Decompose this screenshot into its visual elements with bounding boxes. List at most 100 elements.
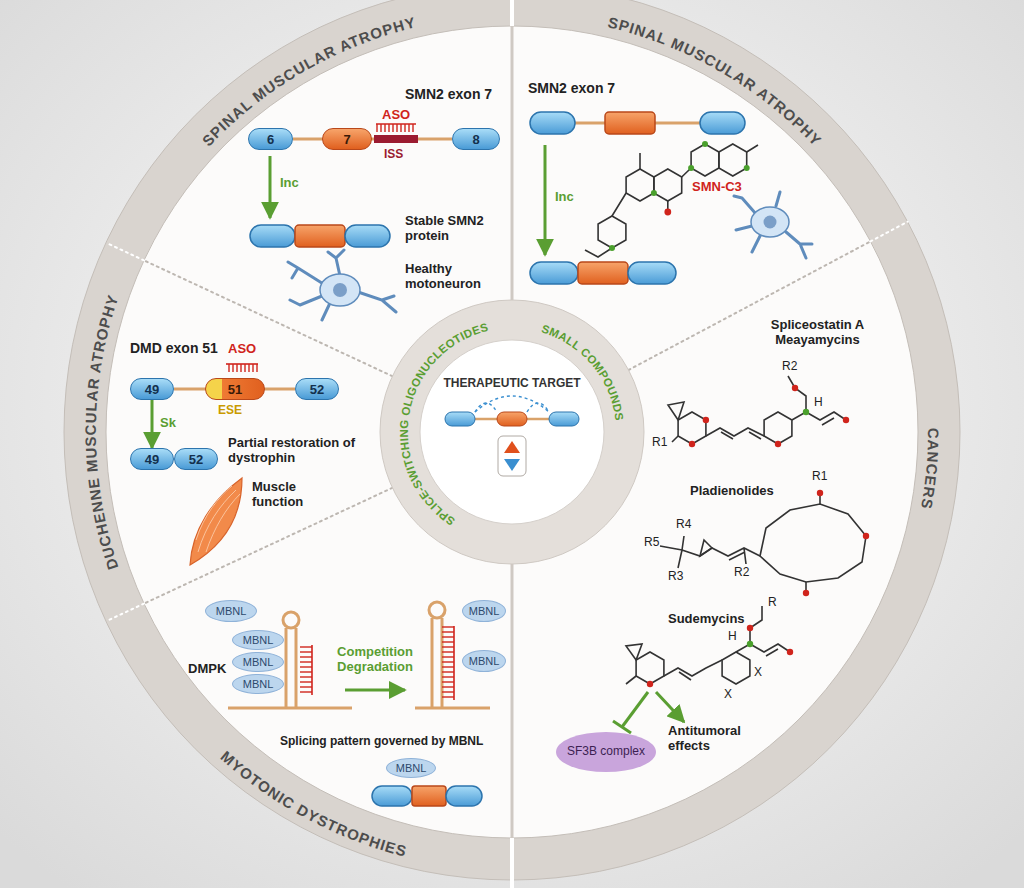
node-text: MBNL — [469, 655, 500, 667]
illustration-shape — [300, 645, 312, 695]
mbnl-protein: MBNL — [462, 600, 506, 622]
illustration-shape — [775, 441, 781, 447]
mbnl-protein: MBNL — [232, 674, 284, 694]
illustration-shape — [320, 274, 360, 306]
center-circle: THERAPEUTIC TARGET — [420, 340, 604, 524]
illustration-shape — [672, 428, 764, 442]
text-label: R1 — [812, 470, 827, 484]
text-label: Inc — [280, 176, 299, 191]
illustration-shape — [668, 402, 684, 420]
node-text: 49 — [145, 382, 159, 397]
illustration-shape — [578, 262, 628, 284]
illustration-shape — [598, 216, 626, 248]
illustration-shape — [510, 0, 514, 26]
sector-title: DUCHENNE MUSCULAR ATROPHY — [82, 292, 122, 572]
exon-box: 51 — [205, 378, 265, 400]
text-label: Partial restoration of dystrophin — [228, 436, 378, 466]
illustration-shape — [719, 144, 747, 176]
exon-box: 7 — [322, 128, 372, 150]
node-text: MBNL — [396, 762, 427, 774]
illustration-shape — [792, 385, 798, 391]
illustration-shape — [510, 838, 514, 888]
illustration-shape — [803, 590, 809, 596]
illustration-shape — [269, 156, 272, 218]
illustration-shape — [445, 412, 475, 426]
sector-title: SPINAL MUSCULAR ATROPHY — [199, 13, 418, 149]
text-label: R — [768, 596, 777, 610]
text-label: R2 — [734, 566, 749, 580]
illustration-shape — [250, 225, 295, 247]
illustration-shape — [651, 190, 657, 196]
illustration-shape — [660, 493, 820, 593]
illustration-shape — [511, 26, 514, 300]
node-text: MBNL — [216, 605, 247, 617]
sector-title: CANCERS — [918, 428, 942, 511]
exon-box: 49 — [130, 448, 174, 470]
illustration-shape — [629, 241, 871, 370]
sector-title: SPINAL MUSCULAR ATROPHY — [199, 13, 418, 149]
exon-box: 6 — [248, 128, 293, 150]
illustration-shape — [764, 412, 792, 444]
illustration-shape — [660, 493, 866, 593]
illustration-shape — [622, 692, 648, 727]
node-text: 6 — [267, 132, 274, 147]
approach-title: SMALL COMPOUNDS — [540, 322, 625, 421]
illustration-shape — [843, 417, 849, 423]
text-label: X — [754, 666, 762, 680]
illustration-shape — [283, 612, 299, 628]
sector-title: SPINAL MUSCULAR ATROPHY — [606, 13, 825, 149]
illustration-shape — [530, 262, 578, 284]
illustration-shape — [511, 564, 514, 838]
illustration-shape — [585, 144, 758, 257]
illustration-shape — [64, 0, 960, 880]
node-text: SF3B complex — [567, 745, 645, 758]
illustration-shape — [817, 490, 823, 496]
illustration-shape — [747, 641, 753, 647]
illustration-shape — [734, 192, 812, 258]
text-label: Sudemycins — [668, 612, 745, 627]
illustration-shape — [196, 486, 240, 552]
illustration-shape — [803, 409, 809, 415]
text-label: H — [814, 396, 823, 410]
illustration-shape — [530, 112, 575, 134]
node-text: 7 — [343, 132, 350, 147]
node-text: 52 — [189, 452, 203, 467]
text-label: R2 — [782, 360, 797, 374]
illustration-shape — [228, 707, 352, 710]
illustration-shape — [689, 441, 695, 447]
complex-ellipse: SF3B complex — [556, 732, 656, 772]
text-label: R5 — [644, 536, 659, 550]
mbnl-protein: MBNL — [232, 630, 284, 650]
illustration-shape — [647, 681, 653, 687]
text-label: DMD exon 51 — [130, 340, 218, 356]
node-text: THERAPEUTIC TARGET — [443, 376, 580, 390]
node-text: MBNL — [243, 656, 274, 668]
illustration-shape — [106, 604, 144, 622]
node-text: 49 — [145, 452, 159, 467]
text-label: SMN-C3 — [692, 180, 742, 195]
exon-box: 8 — [452, 128, 500, 150]
illustration-shape — [760, 504, 866, 582]
illustration-shape — [544, 145, 547, 255]
illustration-shape — [628, 262, 676, 284]
text-label: X — [724, 688, 732, 702]
illustration-shape — [787, 649, 793, 655]
mbnl-protein: MBNL — [462, 650, 506, 672]
illustration-shape — [549, 412, 579, 426]
illustration-shape — [744, 165, 750, 171]
text-label: ISS — [384, 148, 403, 162]
illustration-shape — [656, 692, 684, 722]
text-label: R4 — [676, 518, 691, 532]
illustration-shape — [429, 602, 445, 618]
text-label: ESE — [218, 404, 242, 418]
illustration-shape — [654, 169, 682, 201]
illustration-shape — [190, 478, 242, 565]
approach-title: SPLICE-SWITCHING OLIGONUCLEOTIDES — [398, 321, 490, 528]
illustration-shape — [788, 376, 846, 425]
text-label: ASO — [382, 108, 410, 123]
illustration-shape — [700, 540, 712, 556]
